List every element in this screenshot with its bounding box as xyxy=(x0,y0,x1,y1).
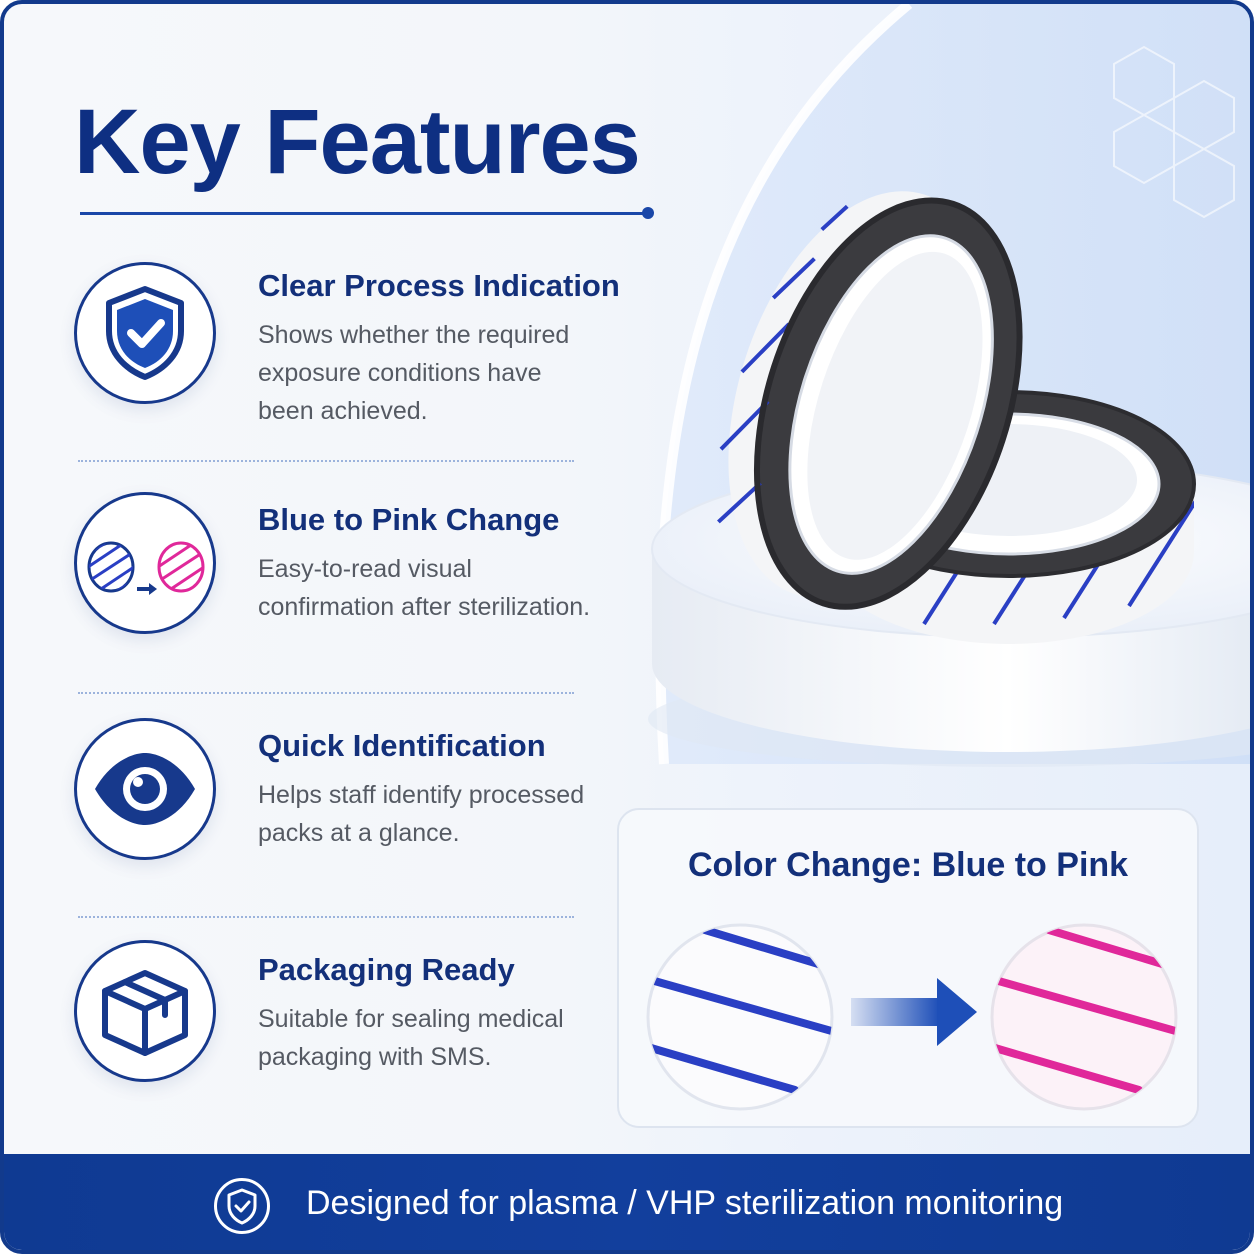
feature-description: Helps staff identify processed packs at … xyxy=(258,781,585,847)
feature-description: Shows whether the required exposure cond… xyxy=(258,321,570,425)
feature-description: Suitable for sealing medical packaging w… xyxy=(258,1005,564,1071)
color-change-icon xyxy=(74,492,216,634)
footer-banner: Designed for plasma / VHP sterilization … xyxy=(4,1154,1250,1250)
feature-divider xyxy=(78,916,574,918)
shield-check-icon xyxy=(214,1178,270,1234)
feature-divider xyxy=(78,460,574,462)
blue-stripe-swatch xyxy=(646,923,834,1111)
feature-title: Clear Process Indication xyxy=(258,268,620,303)
feature-divider xyxy=(78,692,574,694)
feature-title: Quick Identification xyxy=(258,728,546,763)
footer-banner-text: Designed for plasma / VHP sterilization … xyxy=(306,1184,1064,1222)
arrow-right-icon xyxy=(851,978,977,1046)
color-change-title: Color Change: Blue to Pink xyxy=(687,846,1129,884)
pink-stripe-swatch xyxy=(990,923,1178,1111)
color-change-card: Color Change: Blue to Pink xyxy=(617,808,1199,1128)
indicator-tape-rolls-image xyxy=(648,191,1250,767)
title-underline-dot xyxy=(642,207,654,219)
feature-title: Blue to Pink Change xyxy=(258,502,560,537)
feature-description: Easy-to-read visual confirmation after s… xyxy=(258,555,591,621)
shield-check-icon xyxy=(74,262,216,404)
title-underline xyxy=(80,212,648,215)
eye-icon xyxy=(74,718,216,860)
page-title: Key Features xyxy=(74,91,641,193)
feature-title: Packaging Ready xyxy=(258,952,515,987)
package-icon xyxy=(74,940,216,1082)
